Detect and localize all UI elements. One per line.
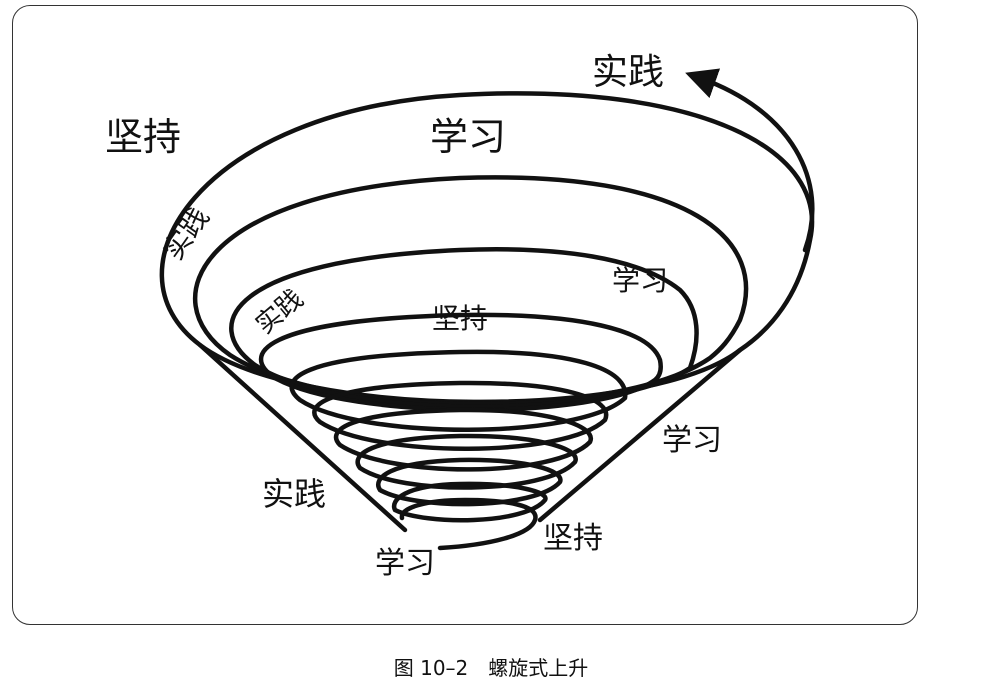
label-bottom-persist: 坚持 — [543, 521, 603, 556]
label-right-study: 学习 — [662, 423, 722, 458]
spiral-ring-7 — [333, 407, 593, 472]
spiral-ring-3 — [229, 247, 699, 409]
figure-caption: 图 10–2 螺旋式上升 — [393, 656, 589, 680]
spiral-ring-2 — [192, 175, 749, 407]
label-left-practice: 实践 — [262, 475, 326, 513]
cone-right-edge — [537, 347, 743, 523]
label-bottom-study: 学习 — [375, 546, 435, 581]
label-top-study: 学习 — [430, 115, 506, 159]
cone-left-edge — [197, 342, 408, 533]
label-top-practice: 实践 — [592, 52, 664, 93]
label-ring3-study: 学习 — [612, 264, 668, 297]
figure-frame — [12, 5, 918, 625]
label-top-persist: 坚持 — [105, 115, 181, 159]
spiral-ring-6 — [312, 380, 609, 451]
spiral-ring-5 — [289, 349, 628, 432]
spiral-ring-11 — [399, 497, 538, 551]
spiral-arrow-tail — [685, 68, 815, 253]
spiral-ring-10 — [391, 481, 548, 523]
label-ring4-persist: 坚持 — [432, 302, 488, 335]
